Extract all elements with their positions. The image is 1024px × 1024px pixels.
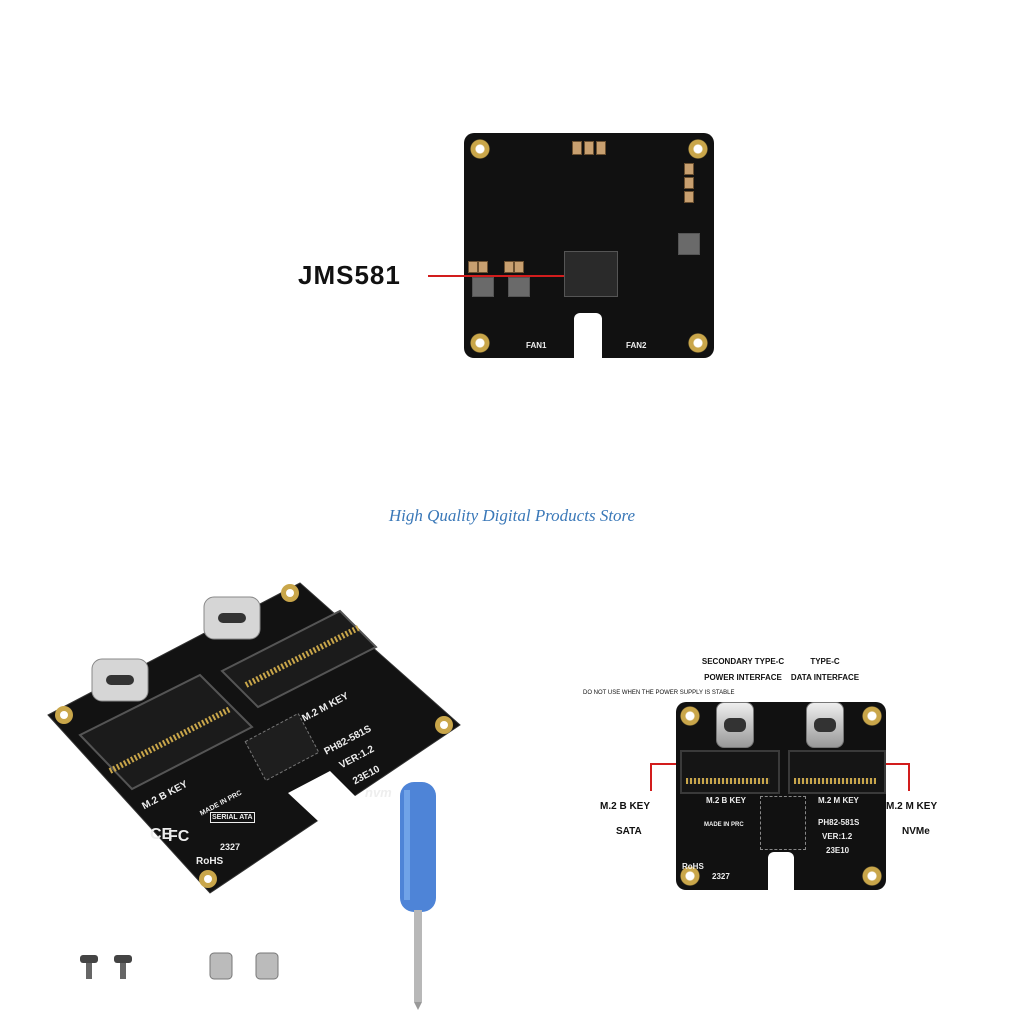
front-pcb-board [676,702,886,890]
board-notch [574,313,602,359]
mounting-hole [470,139,490,159]
secondary-typec-sub: POWER INTERFACE [704,673,782,682]
board-notch [768,852,794,890]
iso-board-notch [288,771,360,821]
iso-date-code: 2327 [220,842,241,852]
mounting-hole [862,706,882,726]
iso-sata-logo: SERIAL ATA [210,812,255,823]
typec-data-port [806,702,844,748]
store-name: High Quality Digital Products Store [388,506,636,525]
power-warning-text: DO NOT USE WHEN THE POWER SUPPLY IS STAB… [583,690,735,696]
left-key-callout: M.2 B KEY [600,801,651,812]
left-m2-slot [680,750,780,794]
chip-callout-line [428,275,564,277]
typec-title: TYPE-C [810,657,840,666]
silk-right-key: M.2 M KEY [818,796,859,805]
isometric-board-illustration [47,582,461,894]
secondary-typec-title: SECONDARY TYPE-C [701,657,785,666]
screw-head [80,955,98,963]
screwdriver-shaft [414,910,422,1002]
front-date-code: 2327 [712,872,730,881]
fan2-label: FAN2 [626,341,647,350]
left-type-callout: SATA [616,826,642,837]
front-made-in-label: MADE IN PRC [704,822,744,828]
front-version-label: VER:1.2 [822,832,853,841]
right-callout-line-v [908,763,910,791]
front-batch-label: 23E10 [826,846,850,855]
front-model-label: PH82-581S [818,818,860,827]
left-callout-line-v [650,763,652,791]
front-rohs-label: RoHS [682,862,704,871]
silkscreen-chip-grid [760,796,806,850]
left-callout-line-h [650,763,676,765]
iso-nvme-logo: nvm [365,785,392,800]
chip-callout-label: JMS581 [298,260,401,290]
screws-and-standoffs [80,952,279,980]
iso-ce-mark: CE [150,826,173,843]
secondary-typec-port [716,702,754,748]
standoff [209,952,233,980]
right-m2-slot [788,750,886,794]
screwdriver [400,782,436,1010]
mounting-hole [470,333,490,353]
typec-sub: DATA INTERFACE [790,673,860,682]
right-key-callout: M.2 M KEY [886,801,938,812]
iso-right-m2-slot [220,609,378,709]
mounting-hole [862,866,882,886]
jms581-controller-chip [564,251,618,297]
right-type-callout: NVMe [902,826,930,837]
mounting-hole [680,866,700,886]
screw-head [114,955,132,963]
iso-fc-mark: FC [168,828,190,845]
top-pcb-board: FAN1 FAN2 [464,133,714,359]
mounting-hole [680,706,700,726]
right-callout-line-h [886,763,910,765]
standoff [255,952,279,980]
fan1-label: FAN1 [526,341,547,350]
mounting-hole [688,333,708,353]
mounting-hole [688,139,708,159]
silk-left-key: M.2 B KEY [706,796,747,805]
iso-rohs-label: RoHS [196,856,224,867]
